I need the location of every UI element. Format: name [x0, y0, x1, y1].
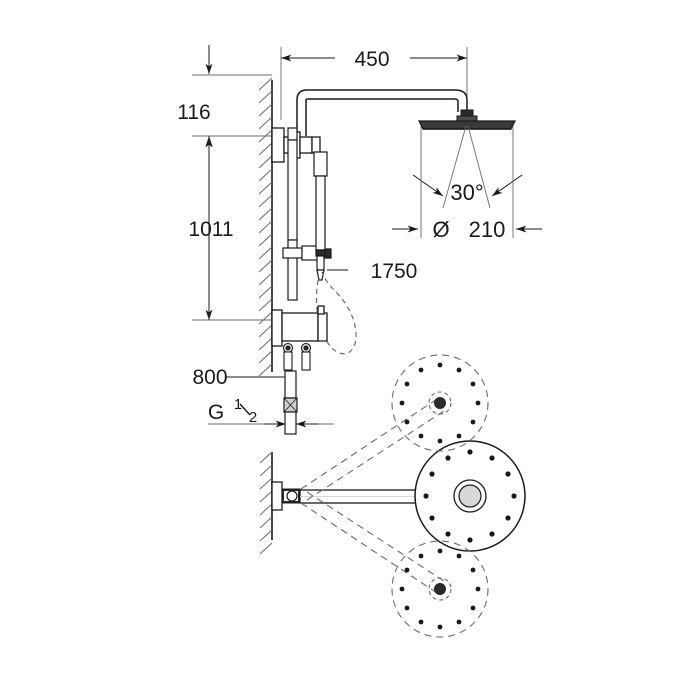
dimension-1750: 1750 — [327, 260, 417, 283]
diameter-value-label: 210 — [469, 217, 506, 242]
plan-wall-hatching — [259, 451, 273, 555]
dimension-800: 800 — [192, 366, 296, 389]
spray-angle-label: 30° — [450, 180, 483, 205]
thread-g-label: G — [208, 401, 224, 424]
wall-hatching — [258, 77, 273, 377]
spray-angle-30: 30° — [412, 125, 523, 209]
thread-numerator-label: 1 — [234, 396, 242, 413]
shower-arm — [296, 89, 468, 136]
dimension-450-label: 450 — [354, 48, 389, 71]
head-plan-center — [414, 440, 526, 552]
dimension-800-label: 800 — [192, 366, 227, 389]
plan-arm-rotated-up — [300, 396, 448, 501]
diameter-symbol-label: Ø — [432, 217, 449, 242]
riser-rail — [287, 127, 298, 301]
thermostat-valve-body — [271, 305, 328, 347]
dimension-450: 450 — [280, 47, 468, 120]
thread-denominator-label: 2 — [249, 409, 257, 426]
plan-arm-rotated-down — [300, 491, 448, 596]
hand-shower — [313, 151, 328, 281]
inlet-pipe — [283, 370, 298, 435]
dimension-116: 116 — [177, 45, 272, 166]
dimension-diameter-210: Ø 210 — [392, 126, 542, 242]
head-shower — [418, 109, 516, 130]
dimension-1011-label: 1011 — [188, 218, 233, 241]
dimension-thread-g-half: G 1 2 — [208, 392, 334, 432]
dimension-1011: 1011 — [188, 135, 272, 321]
head-plan-rotated-up — [391, 354, 489, 452]
dimension-1750-label: 1750 — [371, 260, 418, 283]
valve-connection-stubs — [282, 342, 312, 371]
dimension-116-label: 116 — [177, 101, 210, 124]
plan-wall-flange — [271, 481, 283, 511]
head-plan-rotated-down — [391, 540, 489, 638]
